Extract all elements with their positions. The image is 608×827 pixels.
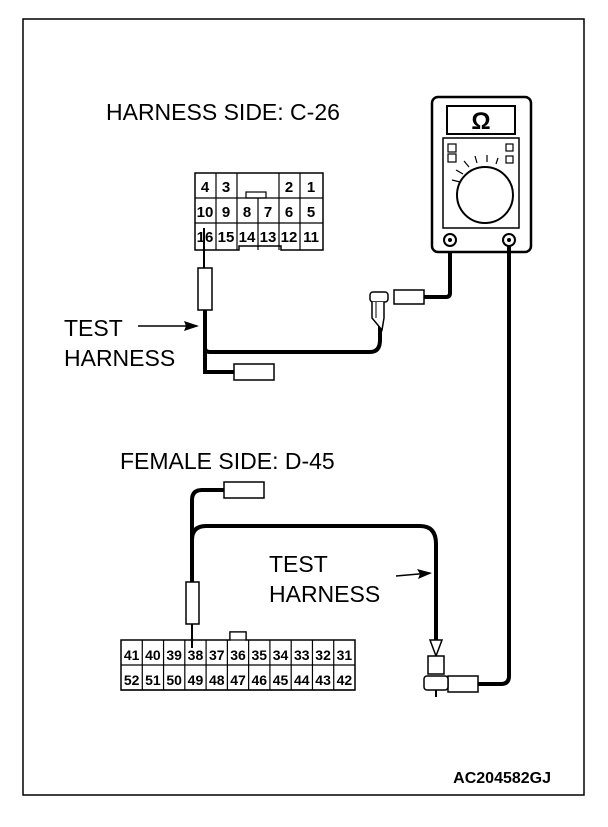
figure-frame [22,18,585,796]
test-probe-icon [197,228,213,311]
connector-c26: 4 3 2 1 10 9 8 7 6 5 16 15 14 13 12 11 [194,172,324,251]
d45-pin: 31 [337,647,353,663]
c26-pin: 7 [264,204,272,221]
c26-pin: 15 [218,229,235,246]
d45-pin: 47 [230,672,246,688]
ohmmeter-icon: Ω [430,95,533,254]
d45-pin: 48 [209,672,225,688]
female-side-label: FEMALE SIDE: D-45 [120,448,335,474]
c26-pin: 3 [222,179,230,196]
test-harness-1-label-line1: TEST [64,315,123,341]
test-harness-1-wire [203,310,382,354]
d45-pin: 50 [166,672,182,688]
meter-lead-1 [424,240,452,299]
c26-pin: 11 [303,229,319,246]
d45-pin: 41 [124,647,140,663]
d45-pin: 37 [209,647,225,663]
d45-pin: 45 [273,672,289,688]
c26-pin: 8 [243,204,251,221]
c26-pin: 5 [307,204,315,221]
c26-pin: 1 [307,179,315,196]
d45-pin: 43 [315,672,331,688]
d45-pin: 33 [294,647,310,663]
d45-pin: 40 [145,647,161,663]
d45-pin: 52 [124,672,140,688]
d45-pin: 36 [230,647,246,663]
test-harness-1-label-line2: HARNESS [64,345,175,371]
test-harness-2-label-line2: HARNESS [269,581,380,607]
d45-pin: 49 [188,672,204,688]
test-harness-2-plug [223,481,265,499]
arrow-right-icon [138,321,199,331]
d45-pin: 42 [337,672,353,688]
figure-code: AC204582GJ [453,770,551,787]
d45-pin: 51 [145,672,161,688]
ohm-symbol: Ω [471,108,490,135]
d45-pin: 39 [166,647,182,663]
test-probe-icon [369,291,389,332]
d45-pin: 44 [294,672,310,688]
d45-pin: 34 [273,647,289,663]
c26-pin: 9 [222,204,230,221]
test-harness-1-branch [203,348,234,374]
connector-d45: 41 40 39 38 37 36 35 34 33 32 31 52 51 50 49 48 47 46 45 44… [120,631,356,691]
test-harness-2-label-line1: TEST [269,551,328,577]
c26-pin: 2 [285,179,293,196]
d45-pin: 46 [251,672,267,688]
c26-pin: 4 [201,179,210,196]
harness-side-label: HARNESS SIDE: C-26 [106,99,340,125]
c26-pin: 6 [285,204,293,221]
c26-pin: 10 [197,204,214,221]
arrow-right-icon [395,569,432,579]
d45-pin: 38 [188,647,204,663]
meter-lead-plug-2 [447,675,479,693]
c26-pin: 12 [281,229,298,246]
test-harness-2-branch [190,488,224,582]
meter-lead-plug-1 [393,289,425,305]
d45-pin: 32 [315,647,331,663]
meter-lead-2 [478,246,511,686]
c26-pin: 13 [260,229,277,246]
c26-pin: 14 [239,229,256,246]
d45-pin: 35 [251,647,267,663]
test-probe-icon [423,639,449,697]
test-probe-icon [185,581,200,648]
test-harness-1-plug [233,363,275,381]
test-harness-2-wire [190,524,438,640]
